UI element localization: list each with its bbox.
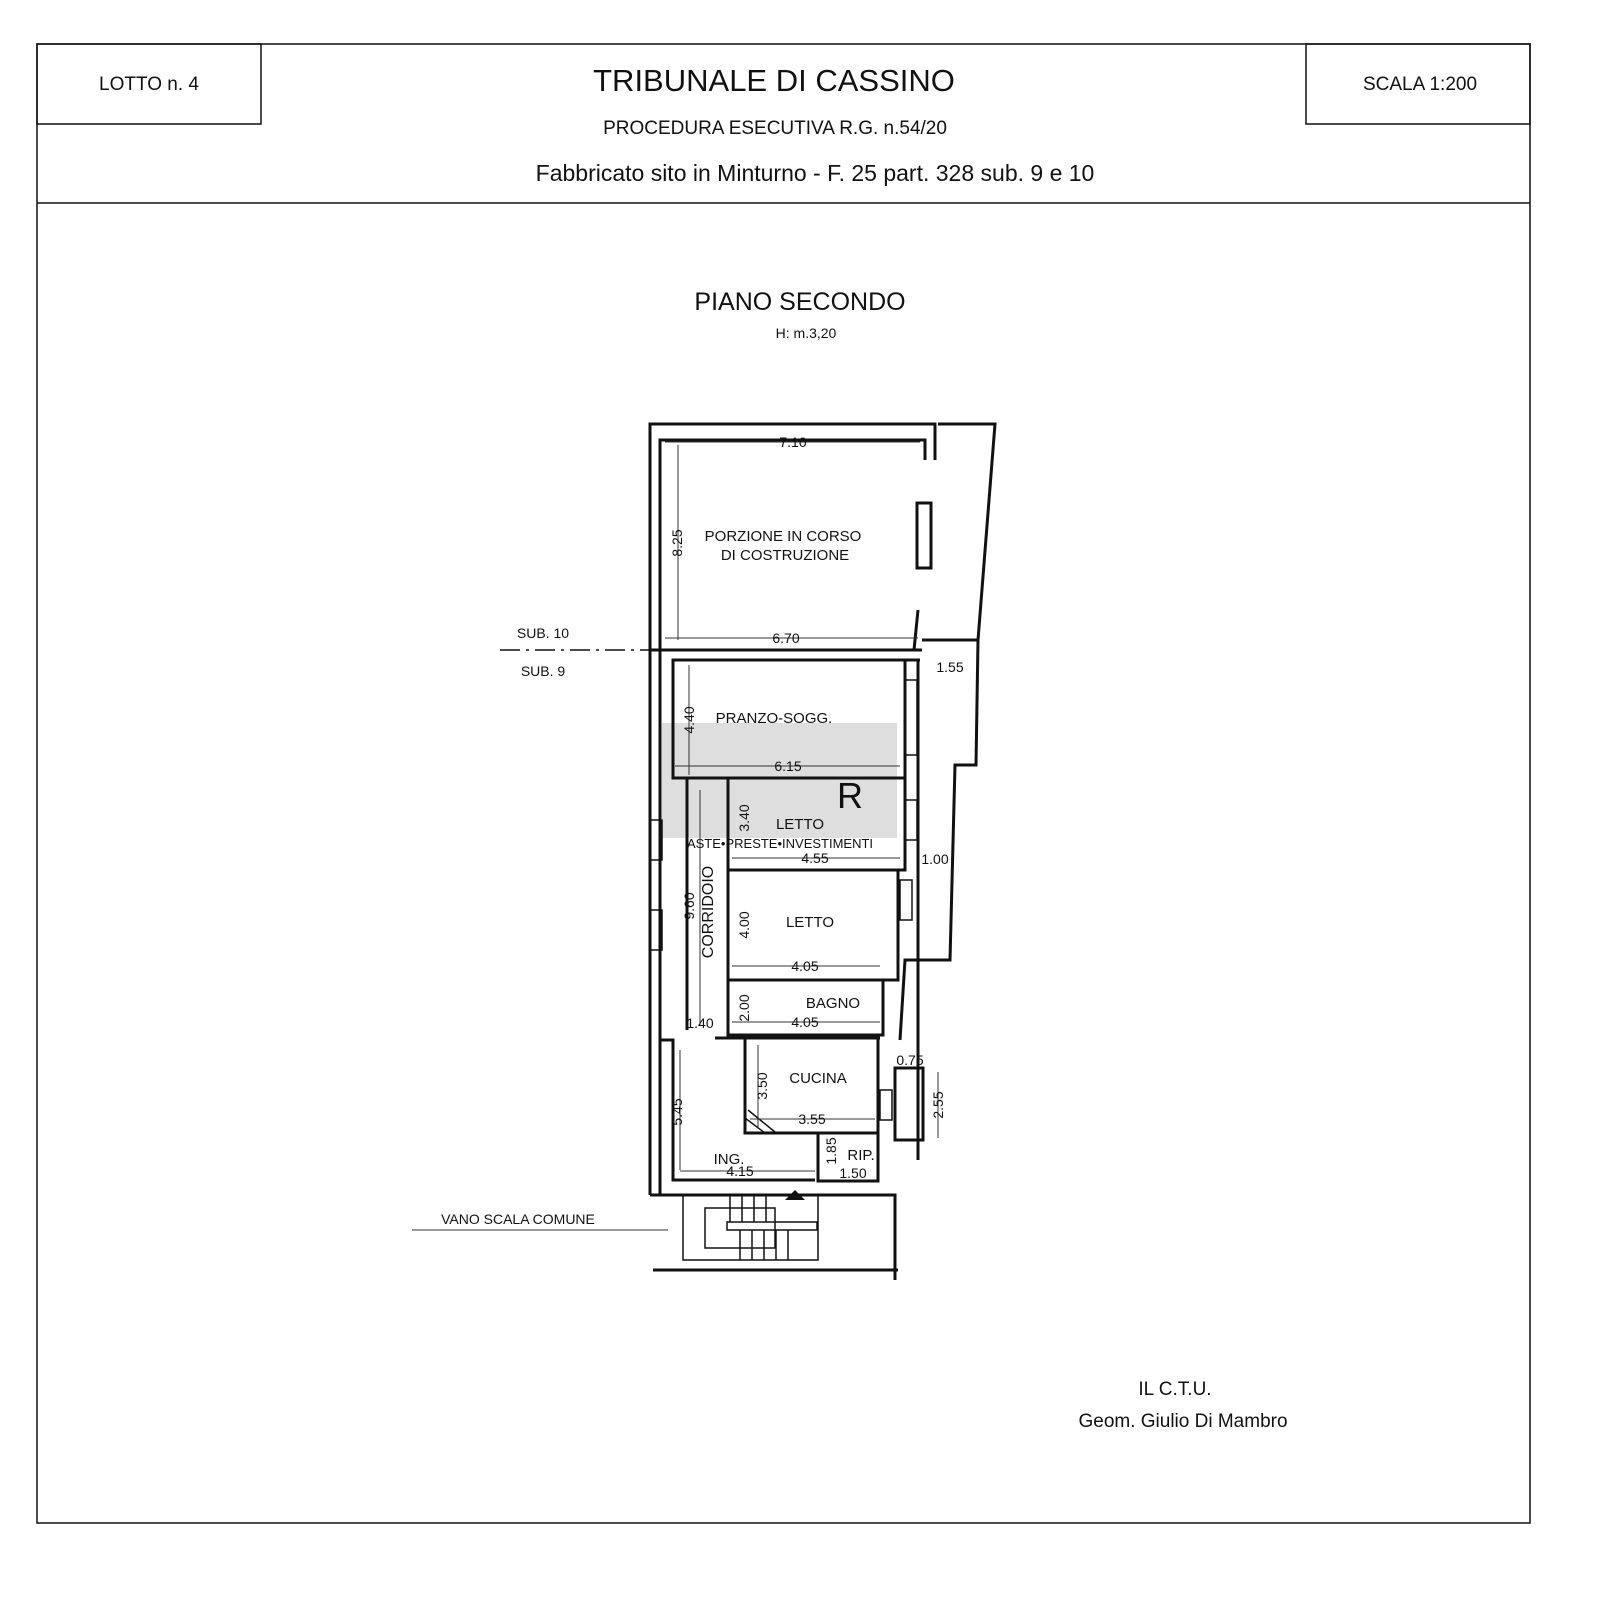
room-label-porzione: PORZIONE IN CORSO — [705, 528, 862, 545]
dim-3.50: 3.50 — [754, 1072, 770, 1099]
dim-4.05-bagno: 4.05 — [791, 1014, 818, 1030]
dim-1.85: 1.85 — [823, 1137, 839, 1164]
room-label-porzione-2: DI COSTRUZIONE — [721, 547, 849, 564]
dim-1.55: 1.55 — [936, 659, 963, 675]
dim-4.05-letto: 4.05 — [791, 958, 818, 974]
dim-4.15: 4.15 — [726, 1163, 753, 1179]
document-title: TRIBUNALE DI CASSINO — [593, 63, 955, 98]
room-label-bagno: BAGNO — [806, 995, 860, 1012]
lot-label: LOTTO n. 4 — [99, 74, 199, 95]
walls — [648, 422, 997, 1280]
dim-3.40: 3.40 — [736, 804, 752, 831]
sub9-label: SUB. 9 — [521, 663, 566, 679]
watermark-text: ASTE•PRESTE•INVESTIMENTI — [687, 836, 873, 851]
room-label-letto-1: LETTO — [776, 816, 824, 833]
sub10-label: SUB. 10 — [517, 625, 569, 641]
room-label-pranzo: PRANZO-SOGG. — [716, 710, 833, 727]
dim-9.60: 9.60 — [681, 892, 697, 919]
scale-label: SCALA 1:200 — [1363, 74, 1477, 95]
watermark: R ASTE•PRESTE•INVESTIMENTI — [662, 723, 897, 851]
scale-box — [1305, 43, 1531, 125]
dim-4.00: 4.00 — [736, 911, 752, 938]
dim-6.70: 6.70 — [772, 630, 799, 646]
dim-1.00: 1.00 — [921, 851, 948, 867]
dim-5.45: 5.45 — [669, 1098, 685, 1125]
room-label-letto-2: LETTO — [786, 914, 834, 931]
dim-8.25: 8.25 — [669, 529, 685, 556]
ctu-label: IL C.T.U. — [1138, 1379, 1211, 1400]
dim-0.75: 0.75 — [896, 1052, 923, 1068]
dim-4.55: 4.55 — [801, 850, 828, 866]
building-subtitle: Fabbricato sito in Minturno - F. 25 part… — [536, 160, 1095, 186]
dim-1.50: 1.50 — [839, 1165, 866, 1181]
dim-7.10: 7.10 — [779, 434, 806, 450]
page-frame — [36, 43, 1531, 1524]
room-label-rip: RIP. — [847, 1147, 874, 1164]
dim-2.55: 2.55 — [930, 1091, 946, 1118]
dim-4.40: 4.40 — [681, 706, 697, 733]
dim-6.15: 6.15 — [774, 758, 801, 774]
plan-height: H: m.3,20 — [776, 325, 837, 341]
plan-title: PIANO SECONDO — [694, 288, 905, 316]
dim-3.55: 3.55 — [798, 1111, 825, 1127]
dimension-lines — [665, 441, 939, 1172]
dim-1.40: 1.40 — [686, 1015, 713, 1031]
ctu-name: Geom. Giulio Di Mambro — [1078, 1411, 1287, 1432]
stair-label: VANO SCALA COMUNE — [441, 1211, 595, 1227]
lot-box — [36, 43, 262, 125]
procedure-label: PROCEDURA ESECUTIVA R.G. n.54/20 — [603, 118, 947, 139]
room-label-corridoio: CORRIDOIO — [700, 866, 717, 958]
room-label-cucina: CUCINA — [789, 1070, 847, 1087]
watermark-logo: R — [837, 775, 863, 816]
dim-2.00: 2.00 — [736, 994, 752, 1021]
room-label-ing: ING. — [714, 1151, 745, 1168]
watermark-band — [662, 723, 897, 838]
